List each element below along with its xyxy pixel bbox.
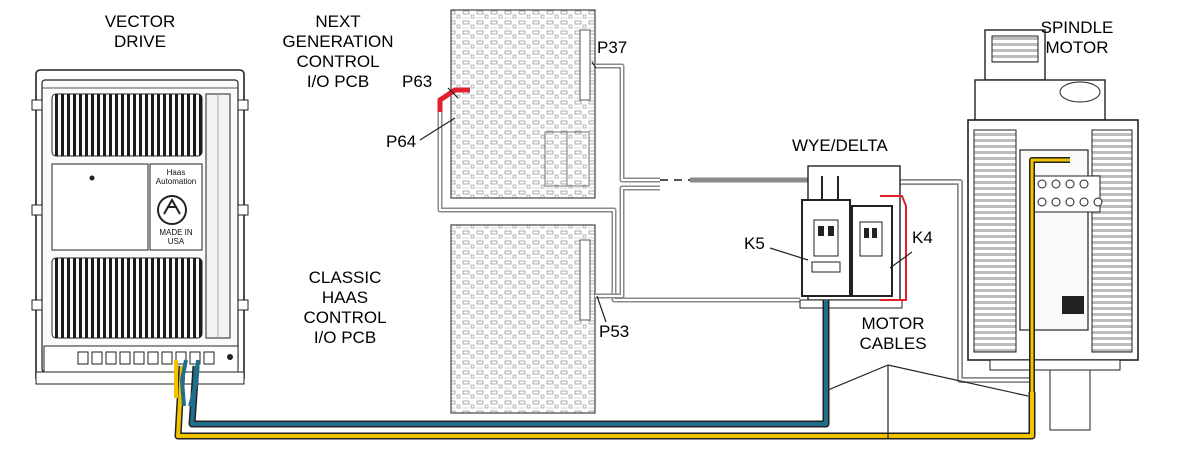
- spindle-motor-label: SPINDLE MOTOR: [1022, 18, 1132, 58]
- classic-label-line: HAAS: [321, 288, 369, 307]
- classic-io-pcb: [450, 224, 596, 414]
- wye-delta-label: WYE/DELTA: [792, 136, 888, 155]
- next-gen-label-line: NEXT: [315, 12, 361, 31]
- drive-brand-line: USA: [167, 237, 185, 246]
- next-gen-label-line: GENERATION: [282, 32, 394, 51]
- next-gen-io-pcb: [450, 9, 596, 199]
- p53-label: P53: [599, 322, 630, 341]
- k5-contactor: [801, 199, 851, 297]
- vector-drive: [31, 69, 249, 385]
- drive-brand-line: Automation: [155, 177, 197, 186]
- classic-pcb-label: CLASSIC HAAS CONTROL I/O PCB: [290, 268, 400, 348]
- drive-brand-text: Haas Automation: [150, 168, 202, 186]
- classic-label-line: CONTROL: [303, 308, 387, 327]
- drive-brand-line: MADE IN: [159, 228, 193, 237]
- k4-label: K4: [912, 228, 933, 247]
- p37-label: P37: [597, 38, 628, 57]
- next-gen-label-line: I/O PCB: [306, 72, 370, 91]
- motor-cables-label-line: MOTOR: [861, 314, 925, 333]
- classic-label-line: I/O PCB: [313, 328, 377, 347]
- next-gen-pcb-label: NEXT GENERATION CONTROL I/O PCB: [268, 12, 408, 92]
- vector-drive-label-line: VECTOR: [104, 12, 176, 31]
- leader-lines: [419, 61, 1029, 438]
- motor-cables-label: MOTOR CABLES: [848, 314, 938, 354]
- p63-label: P63: [402, 72, 433, 91]
- vector-drive-label: VECTOR DRIVE: [85, 12, 195, 52]
- spindle-motor-label-line: MOTOR: [1045, 38, 1109, 57]
- wye-delta-box: [799, 165, 907, 309]
- classic-label-line: CLASSIC: [308, 268, 382, 287]
- spindle-motor: [967, 29, 1139, 431]
- vector-drive-label-line: DRIVE: [114, 32, 166, 51]
- k5-label: K5: [744, 234, 765, 253]
- p63-highlight: [437, 87, 470, 112]
- p64-label: P64: [386, 132, 417, 151]
- drive-brand-line: Haas: [166, 168, 186, 177]
- spindle-motor-label-line: SPINDLE: [1040, 18, 1114, 37]
- drive-made-in-text: MADE IN USA: [150, 228, 202, 246]
- next-gen-label-line: CONTROL: [296, 52, 380, 71]
- drive-terminal-block: [77, 351, 215, 365]
- k4-contactor: [851, 205, 893, 297]
- motor-cables: [174, 157, 1070, 440]
- motor-cables-label-line: CABLES: [859, 334, 927, 353]
